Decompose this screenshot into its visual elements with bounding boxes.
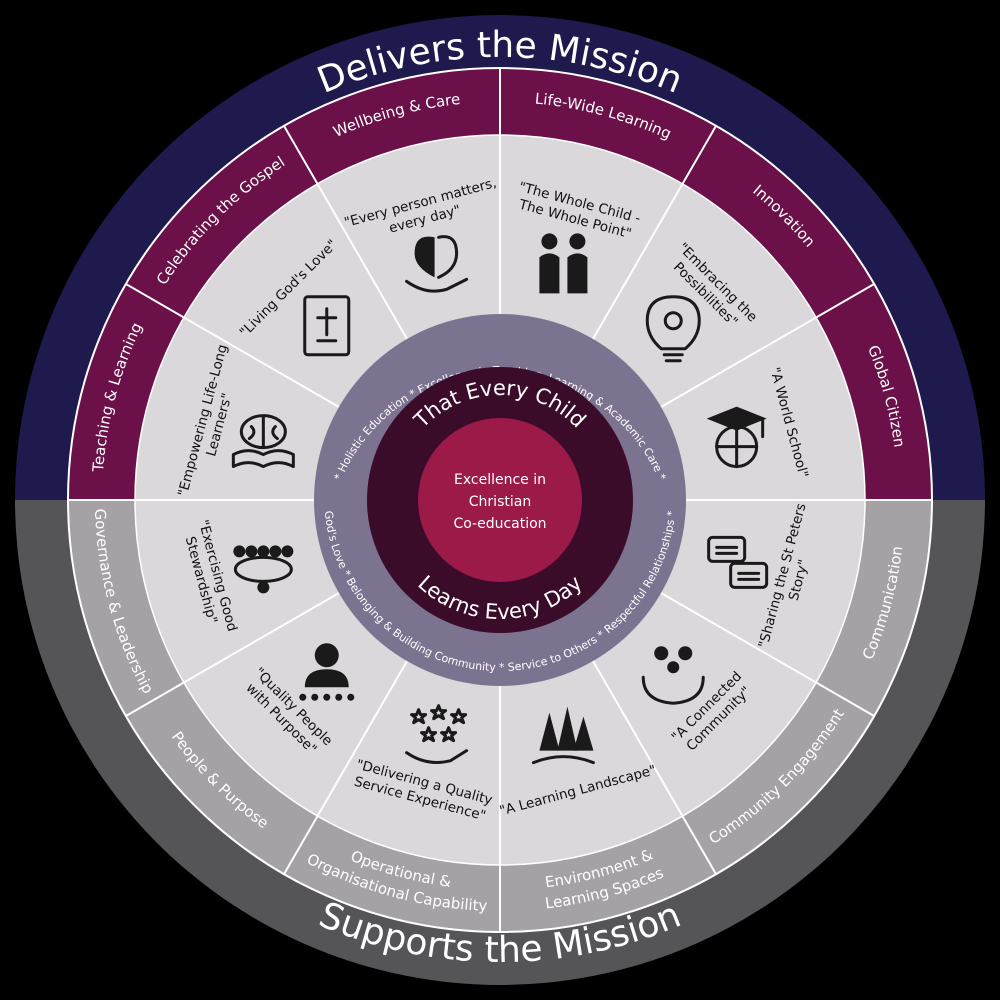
bible-icon bbox=[303, 295, 351, 357]
heart-brain-hand-icon bbox=[405, 235, 469, 293]
graduation-globe-icon bbox=[706, 406, 767, 469]
stars-hand-icon bbox=[405, 704, 469, 764]
lightbulb-gear-icon bbox=[645, 295, 701, 363]
trees-abc-icon bbox=[531, 706, 595, 765]
person-rating-icon bbox=[299, 643, 355, 701]
band-segment bbox=[125, 682, 318, 875]
band-segment bbox=[500, 68, 716, 184]
children-icon bbox=[539, 233, 588, 294]
center-disc bbox=[418, 418, 582, 582]
band-segment bbox=[500, 816, 716, 932]
band-segment bbox=[682, 125, 875, 318]
band-segment bbox=[284, 68, 500, 184]
family-hands-icon bbox=[641, 646, 705, 705]
band-segment bbox=[682, 682, 875, 875]
center-text-line-3: Co-education bbox=[453, 516, 546, 532]
band-segment bbox=[68, 284, 184, 500]
band-segment bbox=[816, 284, 932, 500]
band-segment bbox=[125, 125, 318, 318]
band-segment bbox=[284, 816, 500, 932]
brain-book-icon bbox=[231, 414, 295, 469]
team-meeting-icon bbox=[233, 545, 294, 594]
band-segment bbox=[816, 500, 932, 716]
center-text-line-1: Excellence in bbox=[454, 472, 546, 488]
speech-bubbles-icon bbox=[707, 535, 769, 589]
band-segment bbox=[68, 500, 184, 716]
center-text-line-2: Christian bbox=[469, 494, 531, 510]
